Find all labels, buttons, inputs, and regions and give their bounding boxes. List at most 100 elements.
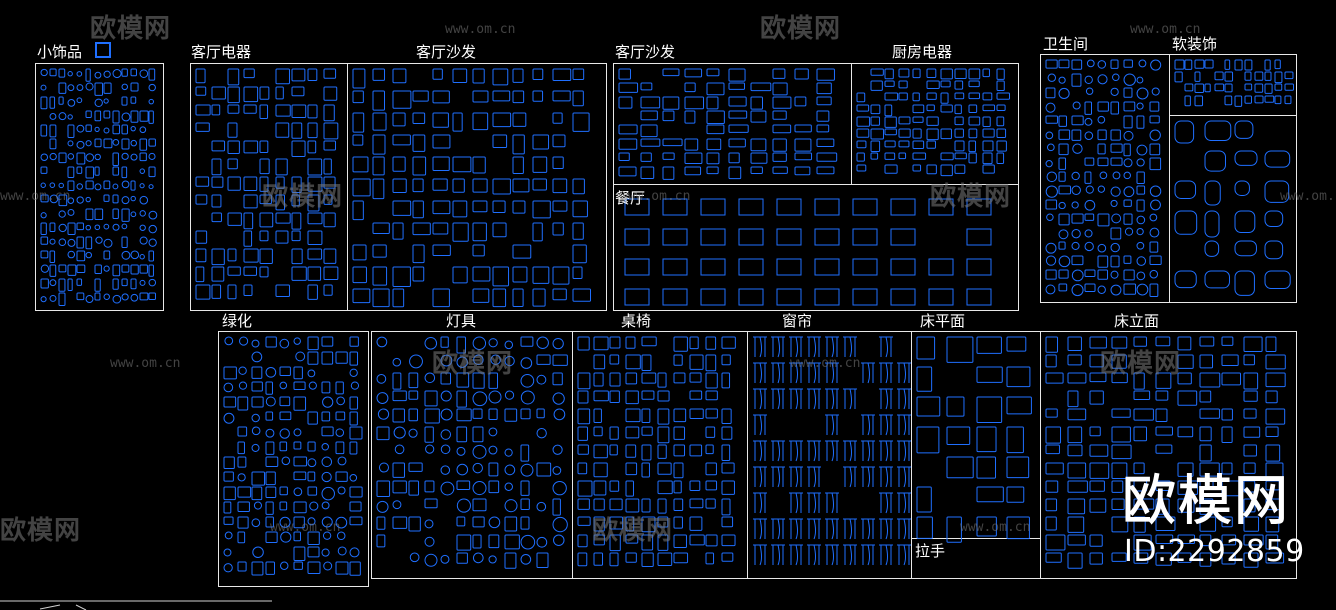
cad-block-symbol[interactable]	[640, 138, 661, 147]
cad-block-symbol[interactable]	[772, 124, 792, 134]
cad-block-symbol[interactable]	[472, 372, 485, 389]
cad-block-symbol[interactable]	[1244, 83, 1253, 91]
cad-block-symbol[interactable]	[227, 86, 240, 104]
cad-block-symbol[interactable]	[376, 373, 387, 384]
cad-block-symbol[interactable]	[1071, 269, 1084, 282]
cad-block-symbol[interactable]	[307, 471, 316, 482]
cad-block-symbol[interactable]	[1123, 87, 1133, 98]
cad-block-symbol[interactable]	[609, 426, 619, 440]
cad-block-symbol[interactable]	[321, 516, 333, 528]
cad-block-symbol[interactable]	[139, 110, 149, 122]
cad-block-symbol[interactable]	[807, 544, 821, 566]
cad-block-symbol[interactable]	[412, 266, 425, 282]
cad-block-symbol[interactable]	[492, 266, 510, 287]
cad-block-symbol[interactable]	[67, 153, 75, 160]
cad-block-symbol[interactable]	[1111, 213, 1122, 224]
cad-block-symbol[interactable]	[1204, 180, 1221, 206]
cad-block-symbol[interactable]	[253, 501, 262, 510]
cad-block-symbol[interactable]	[251, 366, 263, 379]
cad-block-symbol[interactable]	[772, 152, 787, 162]
cad-block-symbol[interactable]	[1071, 229, 1081, 239]
cad-block-symbol[interactable]	[243, 86, 259, 103]
cad-block-symbol[interactable]	[657, 480, 673, 495]
cad-block-symbol[interactable]	[259, 266, 269, 278]
cad-block-symbol[interactable]	[488, 390, 502, 404]
cad-block-symbol[interactable]	[40, 236, 49, 245]
cad-block-symbol[interactable]	[520, 357, 533, 369]
cad-block-symbol[interactable]	[432, 112, 449, 128]
cad-block-symbol[interactable]	[512, 112, 527, 127]
cad-block-symbol[interactable]	[897, 362, 911, 384]
cad-block-symbol[interactable]	[1149, 143, 1161, 156]
cad-block-symbol[interactable]	[593, 372, 604, 387]
cad-block-symbol[interactable]	[1045, 516, 1057, 531]
cad-block-symbol[interactable]	[103, 293, 110, 301]
cad-block-symbol[interactable]	[259, 194, 272, 205]
cad-block-symbol[interactable]	[121, 152, 129, 160]
cad-block-symbol[interactable]	[440, 354, 453, 367]
cad-block-symbol[interactable]	[1067, 552, 1083, 569]
cad-block-symbol[interactable]	[843, 466, 857, 488]
cad-block-symbol[interactable]	[1155, 408, 1168, 423]
cad-block-symbol[interactable]	[440, 390, 452, 402]
cad-block-symbol[interactable]	[323, 248, 337, 264]
cad-block-symbol[interactable]	[940, 152, 954, 161]
cad-block-symbol[interactable]	[67, 278, 73, 292]
cad-block-symbol[interactable]	[452, 200, 468, 218]
cad-block-symbol[interactable]	[224, 336, 234, 346]
cad-block-symbol[interactable]	[640, 152, 652, 162]
cad-block-symbol[interactable]	[1111, 354, 1127, 369]
cad-block-symbol[interactable]	[843, 388, 857, 410]
cad-block-symbol[interactable]	[1110, 255, 1120, 268]
cad-block-symbol[interactable]	[392, 462, 405, 478]
cad-block-symbol[interactable]	[1265, 498, 1284, 511]
cad-block-symbol[interactable]	[1089, 372, 1107, 383]
cad-block-symbol[interactable]	[552, 200, 568, 212]
cad-block-symbol[interactable]	[657, 462, 672, 475]
cad-block-symbol[interactable]	[926, 68, 937, 78]
cad-block-symbol[interactable]	[139, 264, 148, 274]
cad-block-symbol[interactable]	[376, 426, 390, 441]
cad-block-symbol[interactable]	[1149, 101, 1160, 112]
cad-block-symbol[interactable]	[275, 158, 288, 176]
cad-block-symbol[interactable]	[130, 211, 137, 218]
cad-block-symbol[interactable]	[1123, 59, 1133, 68]
cad-block-symbol[interactable]	[738, 228, 764, 246]
cad-block-symbol[interactable]	[966, 228, 992, 246]
cad-block-symbol[interactable]	[772, 68, 786, 79]
cad-block-symbol[interactable]	[1045, 185, 1058, 198]
cad-block-symbol[interactable]	[58, 68, 66, 78]
cad-block-symbol[interactable]	[1138, 59, 1147, 68]
cad-block-symbol[interactable]	[1224, 71, 1234, 82]
cad-block-symbol[interactable]	[689, 372, 702, 383]
cad-block-symbol[interactable]	[350, 381, 360, 390]
cad-block-symbol[interactable]	[472, 408, 483, 419]
cad-block-symbol[interactable]	[279, 441, 288, 452]
cad-block-symbol[interactable]	[227, 158, 238, 170]
cad-block-symbol[interactable]	[265, 381, 273, 395]
cad-block-symbol[interactable]	[982, 116, 991, 127]
cad-block-symbol[interactable]	[940, 128, 952, 140]
cad-block-symbol[interactable]	[789, 362, 803, 384]
cad-block-symbol[interactable]	[58, 264, 67, 273]
cad-block-symbol[interactable]	[609, 372, 621, 387]
cad-block-symbol[interactable]	[1194, 71, 1201, 82]
cad-block-symbol[interactable]	[1199, 498, 1214, 515]
cad-block-symbol[interactable]	[1265, 372, 1286, 388]
cad-block-symbol[interactable]	[856, 92, 866, 103]
cad-block-symbol[interactable]	[673, 480, 682, 494]
cad-block-symbol[interactable]	[1111, 336, 1128, 349]
cad-block-symbol[interactable]	[618, 152, 630, 162]
cad-block-symbol[interactable]	[520, 516, 530, 530]
cad-block-symbol[interactable]	[706, 68, 720, 77]
cad-block-symbol[interactable]	[94, 208, 104, 220]
cad-block-symbol[interactable]	[536, 408, 545, 419]
cad-block-symbol[interactable]	[1089, 534, 1103, 547]
cad-block-symbol[interactable]	[618, 68, 631, 80]
cad-block-symbol[interactable]	[67, 208, 75, 216]
cad-block-symbol[interactable]	[1177, 336, 1192, 351]
cad-block-symbol[interactable]	[488, 427, 498, 437]
cad-block-symbol[interactable]	[456, 516, 466, 527]
cad-block-symbol[interactable]	[1058, 241, 1066, 250]
cad-block-symbol[interactable]	[884, 140, 896, 148]
